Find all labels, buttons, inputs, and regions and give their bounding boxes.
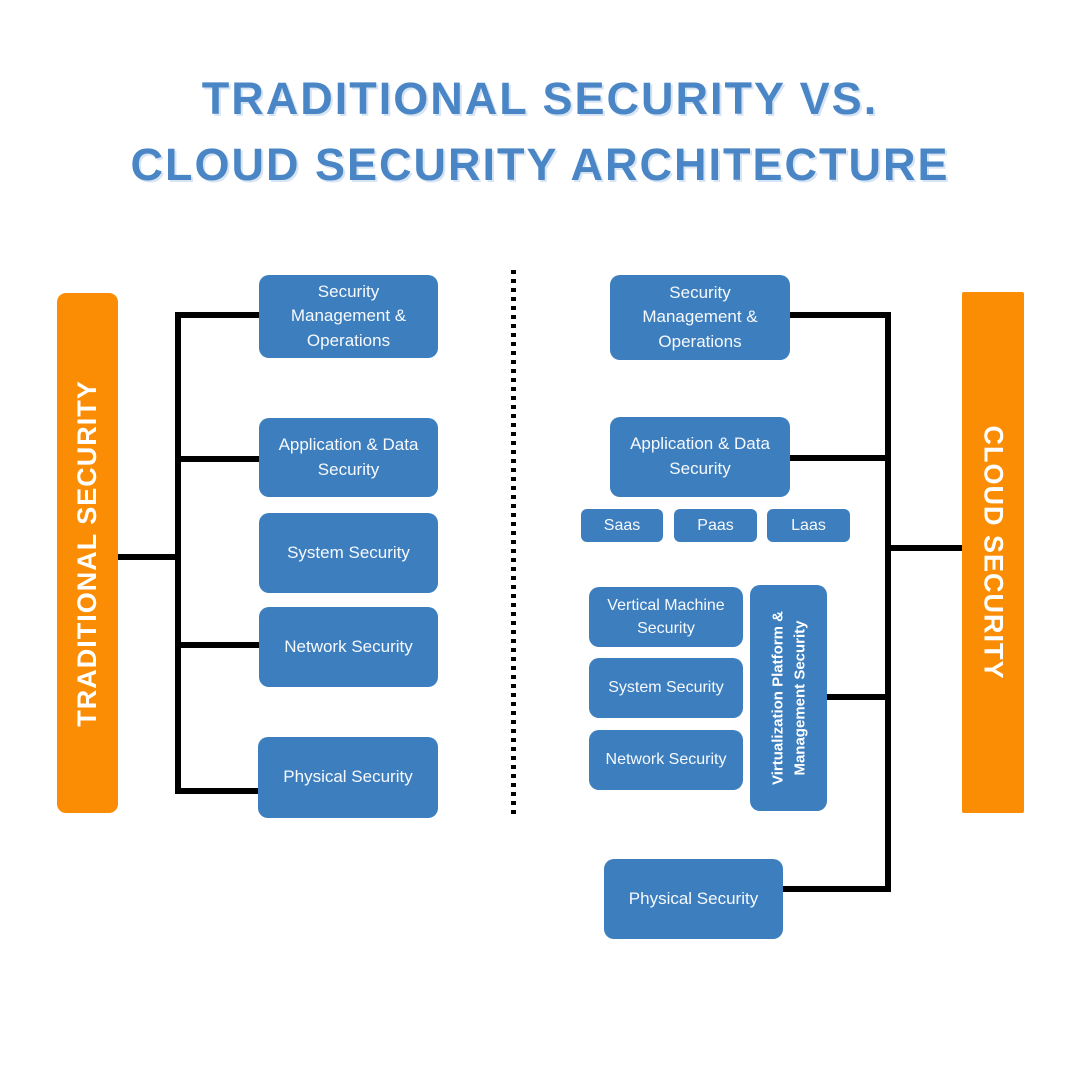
left-box-network-security: Network Security: [259, 607, 438, 687]
left-branch-physical: [181, 788, 259, 794]
cloud-security-bar-label: CLOUD SECURITY: [978, 425, 1009, 680]
cloud-security-bar: CLOUD SECURITY: [962, 292, 1024, 813]
traditional-security-bar-label: TRADITIONAL SECURITY: [72, 379, 103, 727]
traditional-security-bar: TRADITIONAL SECURITY: [57, 293, 118, 813]
right-branch-physical: [783, 886, 885, 892]
right-trunk-line: [885, 312, 891, 892]
left-box-application-data: Application & Data Security: [259, 418, 438, 497]
left-branch-application-data: [181, 456, 259, 462]
right-box-system-security: System Security: [589, 658, 743, 718]
page-title-line2: CLOUD SECURITY ARCHITECTURE: [130, 139, 950, 190]
right-box-virtualization-platform: Virtualization Platform & Management Sec…: [750, 585, 827, 811]
right-branch-virtualization: [827, 694, 885, 700]
right-branch-application-data: [790, 455, 885, 461]
left-branch-security-management: [181, 312, 259, 318]
center-dotted-divider: [511, 270, 516, 816]
left-box-physical-security: Physical Security: [258, 737, 438, 818]
right-box-saas: Saas: [581, 509, 663, 542]
right-branch-security-management: [790, 312, 885, 318]
page-title: TRADITIONAL SECURITY VS. CLOUD SECURITY …: [0, 66, 1080, 198]
right-box-network-security: Network Security: [589, 730, 743, 790]
left-box-system-security: System Security: [259, 513, 438, 593]
left-branch-network: [181, 642, 259, 648]
right-box-vertical-machine-security: Vertical Machine Security: [589, 587, 743, 647]
page-title-line1: TRADITIONAL SECURITY VS.: [201, 73, 879, 124]
right-box-paas: Paas: [674, 509, 757, 542]
right-box-physical-security: Physical Security: [604, 859, 783, 939]
right-box-virtualization-platform-label: Virtualization Platform & Management Sec…: [768, 611, 808, 785]
right-box-application-data: Application & Data Security: [610, 417, 790, 497]
right-box-laas: Laas: [767, 509, 850, 542]
left-trunk-line: [175, 312, 181, 794]
left-bar-connector-line: [117, 554, 181, 560]
right-box-security-management: Security Management & Operations: [610, 275, 790, 360]
left-box-security-management: Security Management & Operations: [259, 275, 438, 358]
right-bar-connector-line: [891, 545, 962, 551]
